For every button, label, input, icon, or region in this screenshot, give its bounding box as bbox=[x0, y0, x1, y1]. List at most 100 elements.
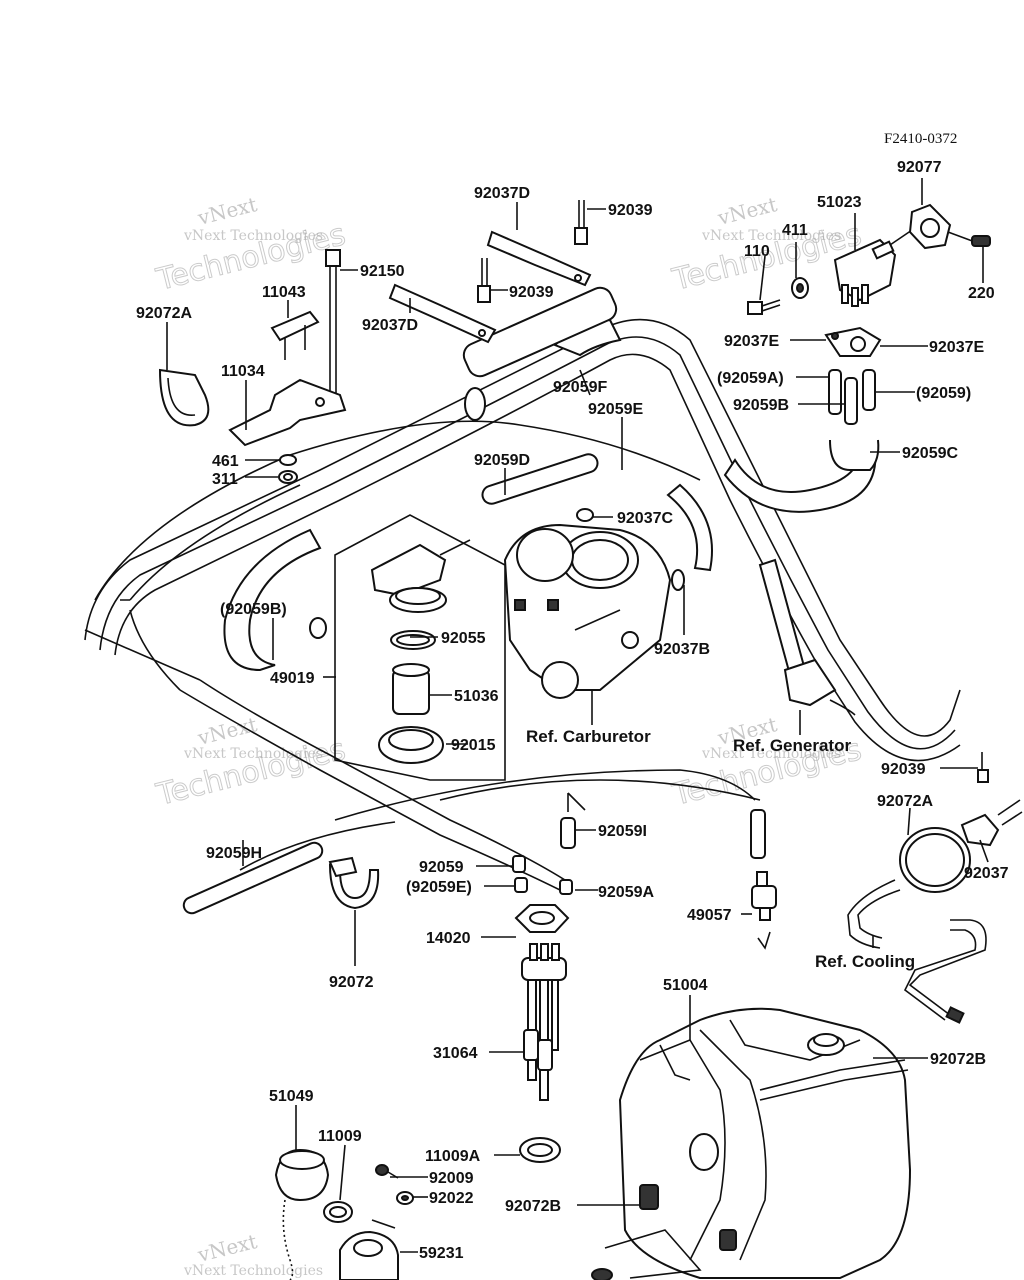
bracket-11034 bbox=[228, 378, 347, 447]
hose-92059A-piece-b bbox=[559, 879, 573, 895]
ring-nut-92015 bbox=[378, 726, 444, 764]
nut-311 bbox=[278, 470, 298, 484]
plate-92037D-mid bbox=[388, 283, 497, 344]
watermark-line: vNext Technologies bbox=[183, 746, 323, 762]
label-92015: 92015 bbox=[451, 737, 496, 754]
label-51004: 51004 bbox=[663, 977, 708, 994]
label-92059B-paren: (92059B) bbox=[220, 601, 287, 618]
label-92059H: 92059H bbox=[206, 845, 262, 862]
hose-92059-piece bbox=[862, 369, 876, 411]
pump-51023 bbox=[833, 227, 916, 307]
label-92037-right: 92037 bbox=[964, 865, 1009, 882]
watermark-brand: vNext bbox=[194, 192, 259, 230]
label-92059E-paren: (92059E) bbox=[406, 879, 472, 896]
label-59231: 59231 bbox=[419, 1245, 464, 1262]
label-92059C: 92059C bbox=[902, 445, 958, 462]
dashed-group-49019 bbox=[334, 514, 506, 781]
bolt-92039-top bbox=[574, 200, 588, 245]
hose-pieces-right bbox=[828, 369, 880, 471]
label-411: 411 bbox=[782, 222, 808, 239]
bracket-11043 bbox=[270, 310, 320, 360]
label-92059: 92059 bbox=[419, 859, 464, 876]
label-92039-right: 92039 bbox=[881, 761, 926, 778]
strap-92072 bbox=[328, 856, 380, 910]
fuel-filter-assembly bbox=[370, 539, 471, 613]
label-92059B: 92059B bbox=[733, 397, 789, 414]
label-92072A-left: 92072A bbox=[136, 305, 192, 322]
label-92150: 92150 bbox=[360, 263, 405, 280]
watermark-technologies: Technologies bbox=[152, 732, 348, 813]
hose-92059H bbox=[182, 841, 324, 915]
bolt-92039-right bbox=[977, 752, 989, 783]
label-92037D-mid: 92037D bbox=[362, 317, 418, 334]
label-92039-top: 92039 bbox=[608, 202, 653, 219]
label-49019: 49019 bbox=[270, 670, 315, 687]
label-11043: 11043 bbox=[262, 284, 306, 301]
label-92059I: 92059I bbox=[598, 823, 647, 840]
label-92059F: 92059F bbox=[553, 379, 607, 396]
hose-92059D bbox=[481, 453, 599, 505]
watermark-line: vNext Technologies bbox=[701, 228, 841, 244]
figure-code: F2410-0372 bbox=[884, 131, 957, 147]
hose-pieces-right-vert bbox=[750, 809, 766, 859]
hose-92059F-sleeve bbox=[462, 286, 618, 378]
label-92037E-right: 92037E bbox=[929, 339, 984, 356]
label-220: 220 bbox=[968, 285, 995, 302]
fuel-tank-51004 bbox=[604, 1007, 912, 1279]
strap-92072A-right bbox=[899, 827, 971, 893]
washer-411 bbox=[791, 277, 809, 299]
hose-92059A-piece bbox=[828, 369, 842, 415]
sender-31064 bbox=[521, 943, 567, 1101]
hose-end bbox=[464, 387, 486, 421]
screw-92009 bbox=[375, 1164, 399, 1179]
gasket-11009 bbox=[323, 1201, 353, 1223]
bracket-92077 bbox=[908, 203, 991, 250]
hose-92059C bbox=[462, 286, 877, 513]
label-92037E-left: 92037E bbox=[724, 333, 779, 350]
filter-51036 bbox=[392, 663, 430, 715]
label-110: 110 bbox=[744, 243, 770, 260]
label-11009A: 11009A bbox=[425, 1148, 481, 1165]
hose-92059I-piece bbox=[560, 817, 576, 849]
label-11009: 11009 bbox=[318, 1128, 362, 1145]
hose-92059B-piece bbox=[844, 377, 858, 425]
generator-fitting bbox=[758, 558, 856, 716]
hose-92059E-piece bbox=[514, 877, 528, 893]
clip-92037B bbox=[671, 569, 685, 591]
label-92055: 92055 bbox=[441, 630, 486, 647]
label-461: 461 bbox=[212, 453, 239, 470]
hose-runs bbox=[84, 318, 961, 891]
carburetor bbox=[503, 523, 672, 699]
label-92009: 92009 bbox=[429, 1170, 474, 1187]
watermark-line: vNext Technologies bbox=[701, 746, 841, 762]
label-92059D: 92059D bbox=[474, 452, 530, 469]
part-labels: 92077 51023 411 110 220 92037E 92037E (9… bbox=[136, 159, 1009, 1262]
bolt-110 bbox=[747, 299, 781, 315]
label-49057: 49057 bbox=[687, 907, 732, 924]
clamp-92037-right bbox=[960, 799, 1023, 847]
bolt-92150 bbox=[325, 249, 341, 400]
label-311: 311 bbox=[212, 471, 238, 488]
clamp-92037E bbox=[824, 326, 882, 357]
bottom-edge-fitting bbox=[591, 1268, 613, 1280]
bolt-92039-mid bbox=[477, 258, 491, 303]
gasket-11009A bbox=[519, 1137, 561, 1163]
label-92059A-paren: (92059A) bbox=[717, 370, 784, 387]
label-92037D-top: 92037D bbox=[474, 185, 530, 202]
nut-14020 bbox=[514, 904, 570, 933]
label-92072B-right: 92072B bbox=[930, 1051, 986, 1068]
leader-lines bbox=[166, 178, 989, 1253]
label-14020: 14020 bbox=[426, 930, 471, 947]
label-92059-paren: (92059) bbox=[916, 385, 971, 402]
ref-generator: Ref. Generator bbox=[733, 736, 851, 755]
label-92059E: 92059E bbox=[588, 401, 643, 418]
strap-92072A-left bbox=[158, 368, 210, 427]
label-31064: 31064 bbox=[433, 1045, 478, 1062]
nut-461 bbox=[279, 454, 297, 466]
label-92039-mid: 92039 bbox=[509, 284, 554, 301]
valve-49057 bbox=[751, 871, 777, 950]
label-92059A: 92059A bbox=[598, 884, 654, 901]
hose-pieces-center bbox=[512, 792, 766, 895]
nut-92022 bbox=[396, 1191, 414, 1205]
